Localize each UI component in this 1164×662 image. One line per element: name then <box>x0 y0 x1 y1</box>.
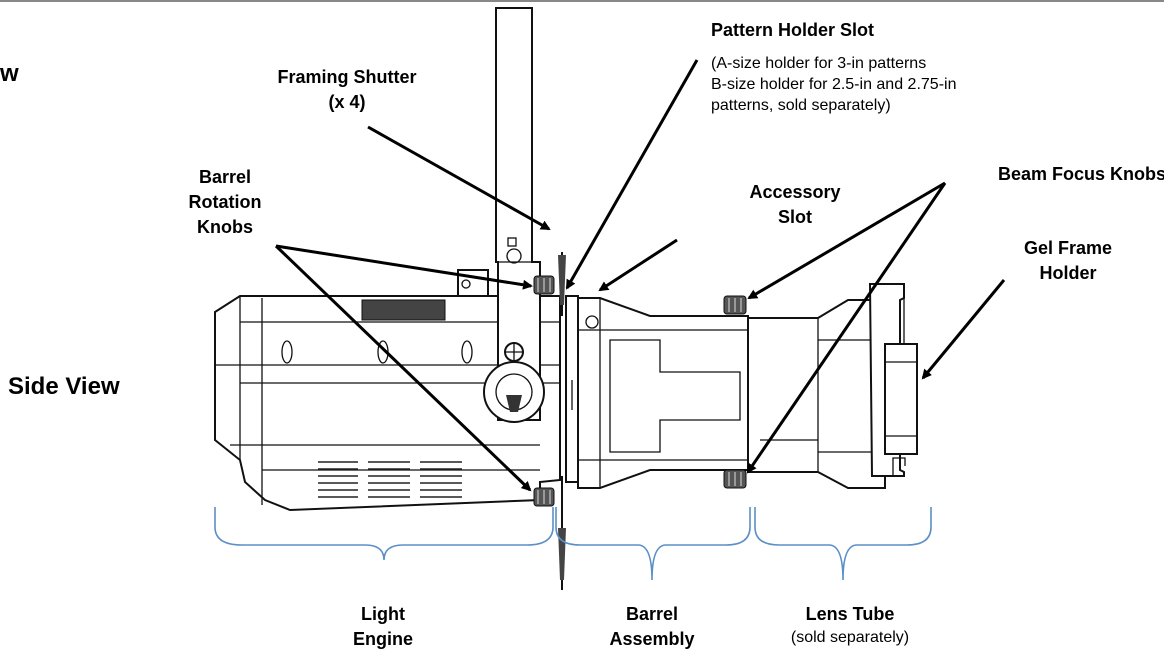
pattern-holder-slot-pointer <box>565 59 699 290</box>
pattern-holder-note-2: B-size holder for 2.5-in and 2.75-in <box>711 76 957 93</box>
barrel-rotation-line-1: Barrel <box>198 167 252 187</box>
framing-shutter-line-1: Framing Shutter <box>277 67 417 87</box>
framing-shutter-label: Framing Shutter (x 4) <box>262 65 432 115</box>
lens-tube-label: Lens Tube (sold separately) <box>775 602 925 648</box>
gel-frame-holder-label: Gel Frame Holder <box>1002 236 1134 286</box>
gel-frame-pointer <box>921 279 1006 380</box>
barrel-rotation-pointer-top <box>275 244 533 290</box>
lens-tube-line-1: Lens Tube <box>805 604 895 624</box>
barrel-rotation-knob-top <box>533 275 555 295</box>
framing-shutter-pointer <box>367 125 551 231</box>
lens-tube-drawing <box>747 299 886 489</box>
barrel-rotation-line-3: Knobs <box>197 217 253 237</box>
accessory-slot-line-2: Slot <box>778 207 812 227</box>
framing-shutter-bottom <box>558 476 566 590</box>
barrel-rotation-line-2: Rotation <box>188 192 262 212</box>
barrel-assembly-label: Barrel Assembly <box>590 602 714 652</box>
pattern-holder-note-1: (A-size holder for 3-in patterns <box>711 55 927 72</box>
pattern-holder-slot-title: Pattern Holder Slot <box>711 20 875 40</box>
accessory-slot-pointer <box>598 238 678 292</box>
pattern-holder-note-3: patterns, sold separately) <box>711 97 891 114</box>
gel-frame-holder-drawing <box>868 283 918 477</box>
light-engine-line-2: Engine <box>352 629 413 649</box>
beam-focus-pointer-top <box>747 181 946 300</box>
gel-frame-line-2: Holder <box>1039 263 1097 283</box>
yoke-drawing <box>483 7 545 423</box>
beam-focus-knob-bottom <box>723 469 747 489</box>
barrel-assembly-line-2: Assembly <box>609 629 695 649</box>
beam-focus-knob-top <box>723 295 747 315</box>
barrel-rotation-knobs-label: Barrel Rotation Knobs <box>170 165 280 240</box>
barrel-rotation-pointer-bottom <box>274 244 532 492</box>
framing-shutter-top <box>558 252 566 316</box>
light-engine-line-1: Light <box>361 604 405 624</box>
lens-tube-note: (sold separately) <box>790 629 910 646</box>
light-engine-drawing <box>214 269 561 512</box>
side-vents <box>318 461 462 498</box>
accessory-slot-label: Accessory Slot <box>740 180 850 230</box>
pattern-holder-slot-notes: (A-size holder for 3-in patterns B-size … <box>711 53 956 116</box>
gel-frame-line-1: Gel Frame <box>1023 238 1113 258</box>
previous-view-label-fragment: w <box>0 60 19 87</box>
barrel-assembly-line-1: Barrel <box>625 604 679 624</box>
beam-focus-pointer-bottom <box>746 182 947 474</box>
accessory-slot-line-1: Accessory <box>749 182 841 202</box>
side-view-label: Side View <box>8 373 120 400</box>
light-engine-label: Light Engine <box>327 602 439 652</box>
light-engine-brace <box>214 507 554 561</box>
beam-focus-knobs-label: Beam Focus Knobs <box>998 164 1164 184</box>
lens-tube-brace <box>754 507 932 581</box>
barrel-assembly-drawing <box>565 295 749 489</box>
top-vent-grille <box>361 299 446 321</box>
framing-shutter-line-2: (x 4) <box>328 92 366 112</box>
barrel-rotation-knob-bottom <box>533 487 555 507</box>
barrel-assembly-brace <box>555 507 751 581</box>
